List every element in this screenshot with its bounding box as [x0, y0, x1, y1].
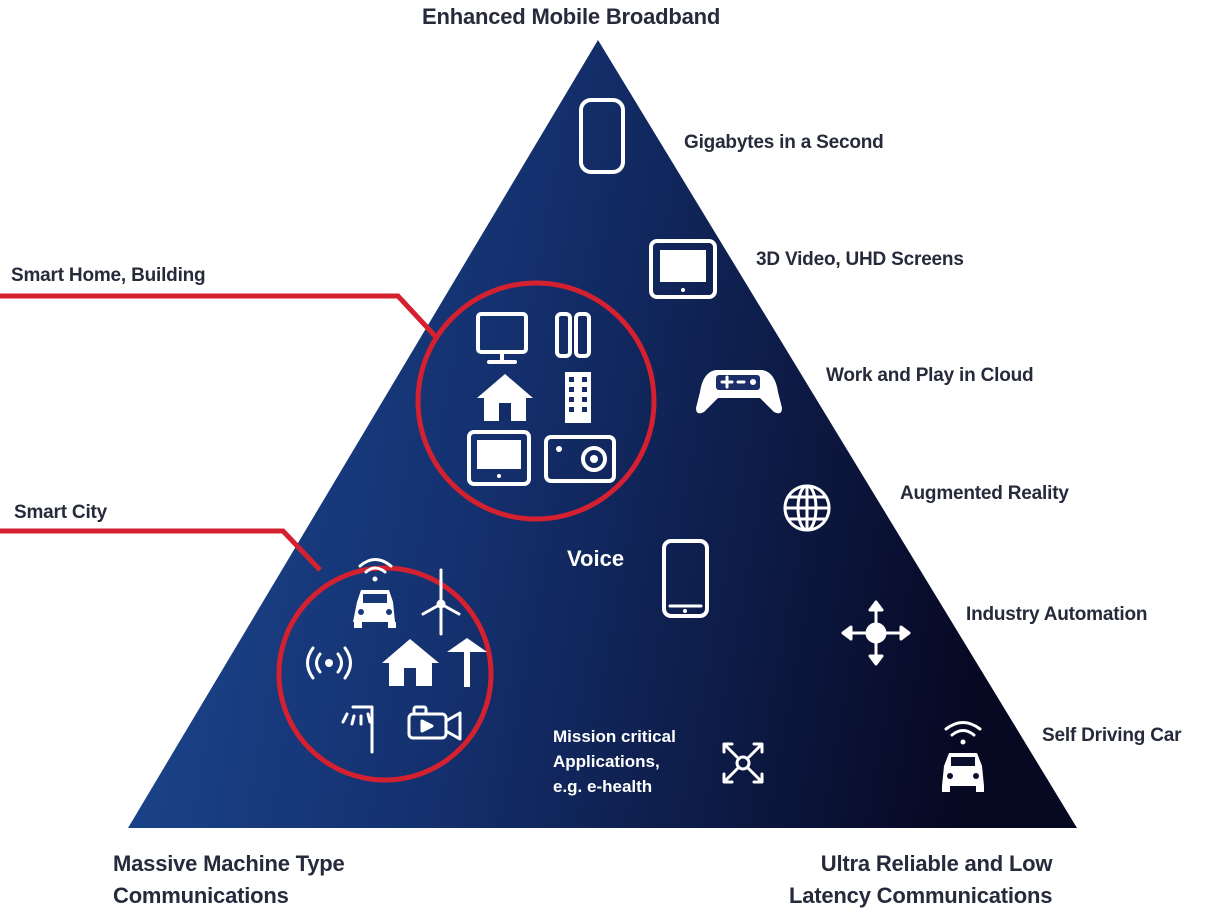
mission-line-1: Mission critical	[553, 727, 676, 746]
cylinder-icon	[579, 98, 625, 174]
label-urllc: Ultra Reliable and Low Latency Communica…	[789, 848, 1053, 912]
label-augmented-reality: Augmented Reality	[900, 483, 1069, 504]
gamepad-icon	[696, 370, 782, 414]
streetlight-icon	[341, 705, 374, 754]
label-gigabytes: Gigabytes in a Second	[684, 132, 884, 153]
monitor-icon	[476, 312, 528, 364]
home-icon	[477, 374, 533, 421]
street-lamp-icon	[447, 638, 487, 687]
smart-city-callout-line	[0, 528, 322, 572]
tablet-icon	[649, 239, 717, 299]
mmtc-line-2: Communications	[113, 883, 289, 908]
globe-icon	[783, 484, 831, 532]
phone-icon	[662, 539, 709, 618]
label-work-play-cloud: Work and Play in Cloud	[826, 365, 1034, 386]
label-mission-critical: Mission critical Applications, e.g. e-he…	[553, 724, 676, 799]
label-smart-home: Smart Home, Building	[11, 265, 206, 286]
smart-city-circle	[276, 565, 494, 783]
connected-car-icon	[942, 721, 984, 792]
mmtc-line-1: Massive Machine Type	[113, 851, 345, 876]
tablet-small-icon	[467, 430, 531, 486]
building-icon	[565, 372, 591, 423]
camera-icon	[544, 435, 616, 483]
label-3d-video: 3D Video, UHD Screens	[756, 249, 964, 270]
label-industry-automation: Industry Automation	[966, 604, 1148, 625]
pyramid-triangle	[128, 40, 1077, 828]
label-mmtc: Massive Machine Type Communications	[113, 848, 345, 912]
label-smart-city: Smart City	[14, 502, 108, 523]
smart-home-circle	[415, 280, 657, 522]
city-home-icon	[382, 639, 439, 686]
urllc-line-2: Latency Communications	[789, 883, 1053, 908]
door-sensor-icon	[555, 312, 591, 358]
mission-critical-icon	[722, 742, 764, 784]
move-arrows-icon	[841, 600, 911, 666]
mission-line-2: Applications,	[553, 752, 660, 771]
wireless-signal-icon	[306, 646, 352, 680]
city-connected-car-icon	[353, 558, 396, 628]
label-self-driving-car: Self Driving Car	[1042, 725, 1182, 746]
mission-line-3: e.g. e-health	[553, 777, 653, 796]
urllc-line-1: Ultra Reliable and Low	[820, 851, 1053, 876]
label-voice: Voice	[567, 546, 625, 571]
wind-turbine-icon	[421, 568, 461, 636]
smart-home-callout-line	[0, 293, 438, 339]
video-camera-icon	[407, 705, 462, 741]
embb-title: Enhanced Mobile Broadband	[422, 4, 721, 29]
